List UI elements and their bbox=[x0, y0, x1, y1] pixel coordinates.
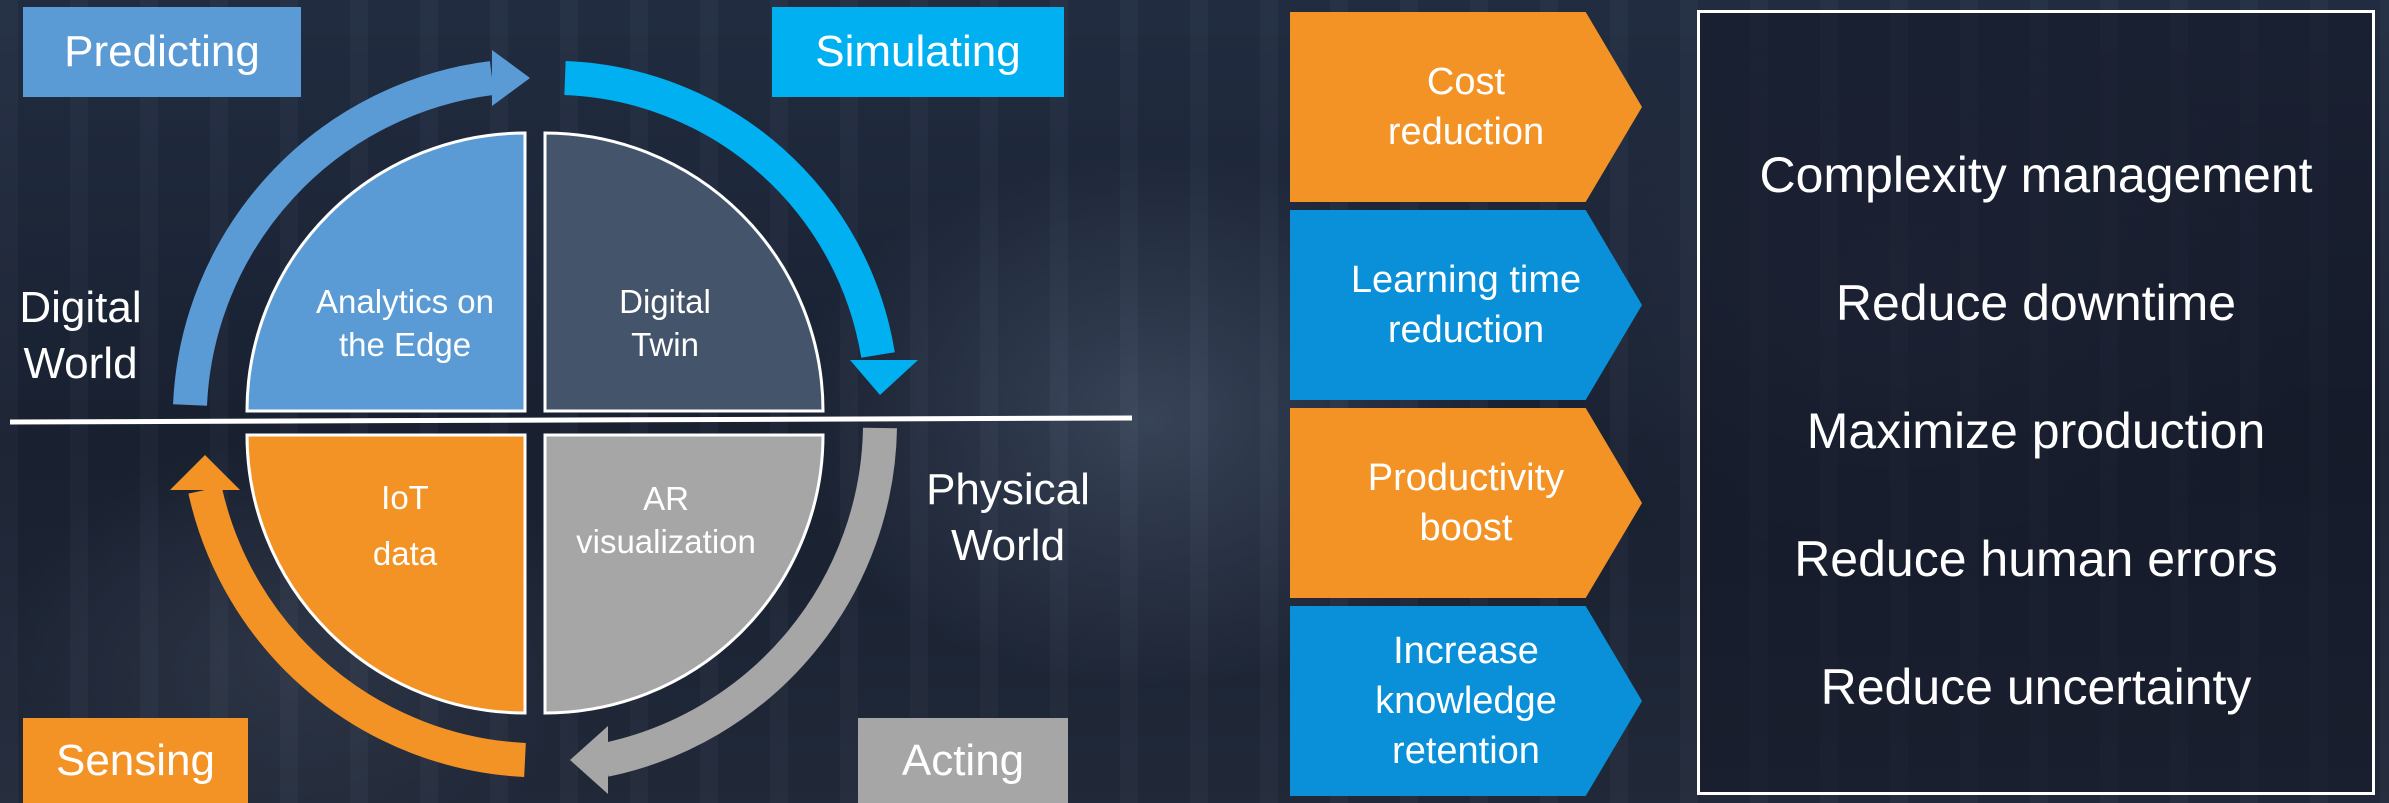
digital-world-line1: Digital bbox=[19, 283, 142, 332]
chevron-line: knowledge bbox=[1375, 680, 1557, 722]
ar-line2: visualization bbox=[576, 523, 756, 560]
iot-line2: data bbox=[372, 535, 438, 572]
chevron-line: Productivity bbox=[1367, 457, 1565, 499]
ar-visualization-text: AR visualization bbox=[556, 477, 776, 563]
predicting-arrow bbox=[173, 61, 495, 406]
digital-twin-line1: Digital bbox=[619, 283, 711, 320]
quadrant-digital-twin bbox=[543, 131, 825, 413]
analytics-line1: Analytics on bbox=[316, 283, 494, 320]
simulating-arrow bbox=[564, 61, 895, 358]
acting-arrowhead bbox=[570, 726, 608, 794]
digital-twin-text: Digital Twin bbox=[560, 280, 770, 366]
predicting-arrowhead bbox=[492, 50, 530, 106]
chevron-line: boost bbox=[1419, 507, 1513, 549]
digital-world-label: Digital World bbox=[8, 280, 153, 392]
physical-world-line2: World bbox=[950, 521, 1066, 570]
iot-line1: IoT bbox=[381, 479, 429, 516]
chevron-knowledge-retention: Increase knowledge retention bbox=[1290, 606, 1642, 796]
simulating-label: Simulating bbox=[772, 7, 1064, 97]
chevron-cost-reduction: Cost reduction bbox=[1290, 12, 1642, 202]
chevron-line: Increase bbox=[1393, 630, 1539, 672]
cycle-diagram bbox=[9, 50, 1133, 794]
ar-line1: AR bbox=[643, 480, 689, 517]
benefits-box: Complexity management Reduce downtime Ma… bbox=[1697, 10, 2375, 795]
benefit-item: Reduce downtime bbox=[1835, 275, 2237, 331]
simulating-arrowhead bbox=[850, 360, 918, 395]
chevron-line: reduction bbox=[1387, 111, 1545, 153]
chevron-line: Learning time bbox=[1350, 259, 1582, 301]
quadrant-iot bbox=[245, 433, 527, 715]
sensing-arrow bbox=[188, 486, 526, 777]
acting-arrow bbox=[601, 427, 897, 777]
benefit-item: Complexity management bbox=[1759, 147, 2313, 203]
acting-label: Acting bbox=[858, 718, 1068, 803]
simulating-text: Simulating bbox=[815, 27, 1021, 76]
digital-twin-line2: Twin bbox=[631, 326, 699, 363]
quadrant-ar bbox=[543, 433, 825, 715]
benefit-item: Maximize production bbox=[1806, 403, 2266, 459]
chevron-line: retention bbox=[1392, 730, 1540, 772]
predicting-text: Predicting bbox=[64, 27, 260, 76]
analytics-edge-text: Analytics on the Edge bbox=[285, 280, 525, 366]
chevron-learning-time: Learning time reduction bbox=[1290, 210, 1642, 400]
sensing-text: Sensing bbox=[55, 735, 215, 785]
benefit-item: Reduce human errors bbox=[1794, 531, 2278, 587]
physical-world-label: Physical World bbox=[918, 462, 1098, 574]
analytics-line2: the Edge bbox=[338, 326, 472, 363]
sensing-label: Sensing bbox=[23, 718, 248, 803]
iot-data-text: IoT data bbox=[320, 470, 490, 582]
digital-world-line2: World bbox=[23, 339, 138, 388]
quadrant-analytics bbox=[245, 131, 527, 413]
benefit-item: Reduce uncertainty bbox=[1820, 659, 2252, 715]
acting-text: Acting bbox=[901, 735, 1025, 785]
physical-world-line1: Physical bbox=[926, 465, 1090, 514]
chevron-line: reduction bbox=[1387, 309, 1545, 351]
chevron-line: Cost bbox=[1426, 61, 1506, 103]
predicting-label: Predicting bbox=[23, 7, 301, 97]
world-divider bbox=[9, 415, 1133, 425]
sensing-arrowhead bbox=[170, 455, 240, 490]
chevron-productivity-boost: Productivity boost bbox=[1290, 408, 1642, 598]
